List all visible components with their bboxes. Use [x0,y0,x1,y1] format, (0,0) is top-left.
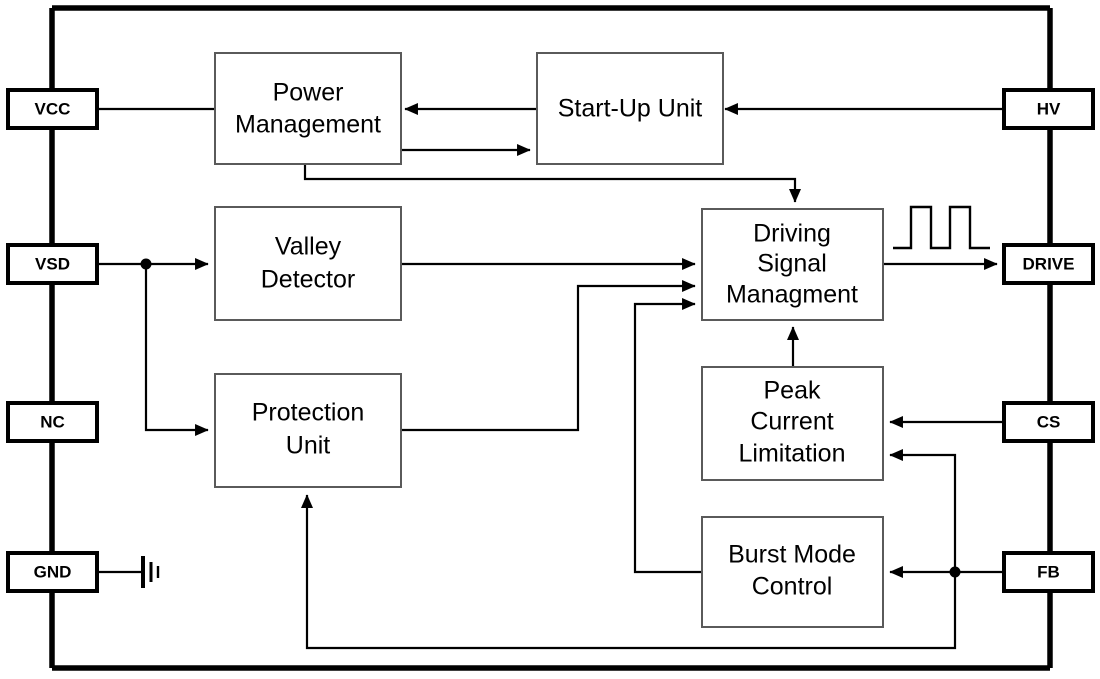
wire-fb-to-peak-current-limitation [889,448,957,572]
wire-power-management-to-driving-signal-management [303,164,802,203]
wire-feedback-to-protection-unit [300,494,957,650]
block-burst-mode-control[interactable]: Burst Mode Control [701,516,884,628]
pin-vsd-box[interactable] [6,243,99,285]
block-peak-current-limitation[interactable]: Peak Current Limitation [701,366,884,481]
block-driving-signal-management-line-2: Signal [757,250,827,278]
pin-cs-label-top: CS [1037,412,1061,431]
block-power-management[interactable]: Power Management [214,52,402,165]
wire-burst-mode-control-to-driving-signal-management [633,297,702,574]
block-peak-current-limitation-line-1: Peak [764,377,821,405]
pin-drive-label-top: DRIVE [1023,254,1075,273]
pin-vsd-label-top: VSD [35,254,70,273]
wire-protection-unit-to-driving-signal-management [400,279,696,432]
block-protection-unit[interactable]: Protection Unit [214,373,402,488]
junction-dot-vsd [140,258,152,270]
block-valley-detector[interactable]: Valley Detector [214,206,402,321]
pin-fb-box[interactable] [1002,551,1095,593]
block-peak-current-limitation-line-2: Current [750,408,833,436]
block-start-up-unit[interactable]: Start-Up Unit [536,52,724,165]
pin-vcc-label-top: VCC [35,99,71,118]
pin-fb-label-top: FB [1037,562,1060,581]
block-protection-unit-line-2: Unit [286,432,331,460]
block-valley-detector-line-2: Detector [261,266,355,294]
pin-nc-label-top: NC [40,412,65,431]
block-driving-signal-management-line-3: Managment [726,281,858,309]
drive-waveform-icon [893,205,990,250]
block-burst-mode-control-line-2: Control [752,573,833,601]
pin-gnd-box[interactable] [6,551,99,593]
pin-nc-box[interactable] [6,401,99,443]
block-burst-mode-control-line-1: Burst Mode [728,541,856,569]
block-peak-current-limitation-line-3: Limitation [739,440,846,468]
wire-vsd-to-protection-unit [144,264,209,437]
block-power-management-line-1: Power [273,79,344,107]
pin-hv-box[interactable] [1002,88,1095,130]
block-protection-unit-line-1: Protection [252,399,365,427]
pin-vcc-box[interactable] [6,88,99,130]
pin-hv-label-top: HV [1037,99,1061,118]
ground-symbol-icon [141,556,160,588]
pin-cs-box[interactable] [1002,401,1095,443]
block-driving-signal-management-line-1: Driving [753,220,831,248]
block-driving-signal-management[interactable]: Driving Signal Managment [701,208,884,321]
block-start-up-unit-line-1: Start-Up Unit [558,95,703,123]
pin-drive-box[interactable] [1002,243,1095,285]
block-power-management-line-2: Management [235,111,381,139]
pin-gnd-label-top: GND [34,562,72,581]
block-valley-detector-line-1: Valley [275,233,342,261]
pin-boxes-overlay: VCC VSD NC GND HV DRIVE CS FB [6,88,1095,593]
